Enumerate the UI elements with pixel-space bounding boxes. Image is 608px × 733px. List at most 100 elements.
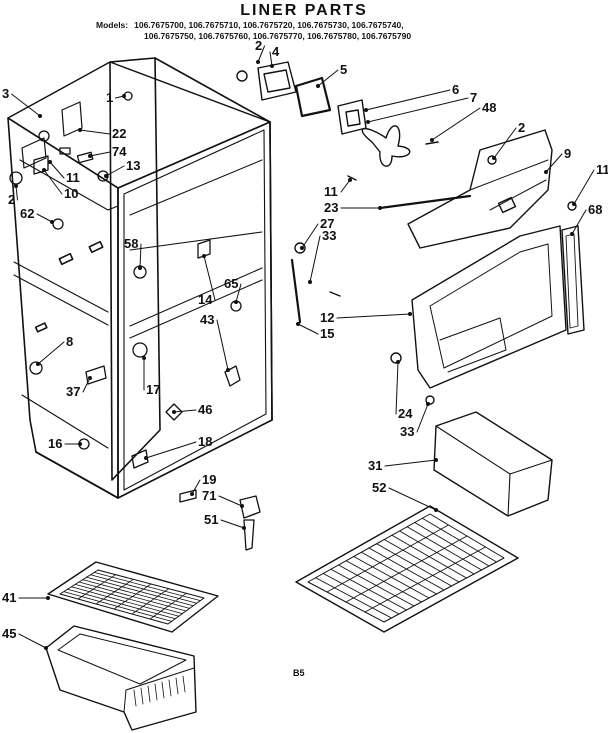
- leader-line: [15, 185, 18, 201]
- leader-arrow: [300, 246, 304, 250]
- callout-41: 41: [2, 590, 16, 605]
- callout-10: 10: [64, 186, 78, 201]
- leader-line: [336, 313, 411, 319]
- cover-grid-line: [113, 583, 152, 610]
- leader-arrow: [44, 646, 48, 650]
- pan-rib: [140, 687, 144, 705]
- leader-arrow: [88, 376, 92, 380]
- cover-grid-line: [77, 574, 117, 600]
- leader-line: [309, 235, 321, 283]
- crisper-pan-45: [45, 625, 197, 731]
- callout-52: 52: [372, 480, 386, 495]
- leader-line: [235, 283, 242, 303]
- wire-shelf-52: [295, 505, 519, 633]
- callout-17: 17: [146, 382, 160, 397]
- callout-12: 12: [320, 310, 334, 325]
- callout-19: 19: [202, 472, 216, 487]
- callout-6: 6: [452, 82, 459, 97]
- leader-arrow: [570, 232, 574, 236]
- callout-16: 16: [48, 436, 62, 451]
- pan-rib: [175, 677, 179, 695]
- callout-11: 11: [596, 162, 608, 177]
- leader-arrow: [364, 108, 368, 112]
- callout-18: 18: [198, 434, 212, 449]
- leader-arrow: [430, 138, 434, 142]
- leader-arrow: [240, 504, 244, 508]
- leader-arrow: [138, 266, 142, 270]
- leader-arrow: [408, 312, 412, 316]
- models-line-1: 106.7675700, 106.7675710, 106.7675720, 1…: [134, 20, 404, 30]
- pan-rib: [154, 683, 158, 701]
- leader-arrow: [104, 174, 108, 178]
- callout-2: 2: [8, 192, 15, 207]
- shelf-crossbar: [364, 546, 486, 613]
- leader-line: [367, 97, 469, 123]
- leader-arrow: [316, 84, 320, 88]
- leader-line: [384, 459, 437, 467]
- callout-71: 71: [202, 488, 216, 503]
- leader-line: [416, 403, 429, 433]
- callout-33: 33: [322, 228, 336, 243]
- leader-arrow: [226, 368, 230, 372]
- callout-46: 46: [198, 402, 212, 417]
- leader-arrow: [144, 456, 148, 460]
- leader-arrow: [256, 60, 260, 64]
- leader-line: [301, 223, 319, 249]
- leader-arrow: [434, 508, 438, 512]
- leader-line: [173, 409, 197, 413]
- callout-4: 4: [272, 44, 280, 59]
- leader-arrow: [234, 300, 238, 304]
- leader-line: [317, 69, 339, 87]
- leader-line: [573, 169, 595, 205]
- leader-line: [388, 487, 437, 511]
- leader-arrow: [14, 184, 18, 188]
- callout-65: 65: [224, 276, 238, 291]
- cabinet-liner: [7, 57, 273, 499]
- leader-line: [431, 107, 481, 141]
- callout-11: 11: [66, 170, 80, 185]
- leader-arrow: [242, 526, 246, 530]
- callout-7: 7: [470, 90, 477, 105]
- callout-62: 62: [20, 206, 34, 221]
- leader-arrow: [172, 410, 176, 414]
- leader-arrow: [78, 128, 82, 132]
- leader-arrow: [572, 202, 576, 206]
- fan-motor-assembly: [236, 61, 439, 181]
- callout-51: 51: [204, 512, 218, 527]
- pan-rib: [147, 685, 151, 703]
- leader-arrow: [78, 442, 82, 446]
- callout-3: 3: [2, 86, 9, 101]
- leader-line: [269, 51, 273, 67]
- leader-line: [220, 519, 245, 529]
- callout-5: 5: [340, 62, 347, 77]
- leader-line: [257, 45, 265, 63]
- callout-68: 68: [588, 202, 602, 217]
- leader-line: [191, 479, 201, 495]
- leader-line: [395, 361, 399, 415]
- leader-line: [89, 151, 111, 157]
- leader-arrow: [366, 120, 370, 124]
- callout-74: 74: [112, 144, 127, 159]
- callout-43: 43: [200, 312, 214, 327]
- model-list: Models:106.7675700, 106.7675710, 106.767…: [96, 20, 596, 42]
- leader-line: [203, 255, 216, 301]
- leader-arrow: [142, 356, 146, 360]
- leader-arrow: [378, 206, 382, 210]
- leader-arrow: [36, 362, 40, 366]
- callout-24: 24: [398, 406, 413, 421]
- leader-arrow: [190, 492, 194, 496]
- leader-arrow: [38, 114, 42, 118]
- pan-rib: [182, 675, 186, 693]
- leader-arrow: [396, 360, 400, 364]
- callout-15: 15: [320, 326, 334, 341]
- cover-grid-line: [95, 578, 134, 605]
- leader-arrow: [88, 154, 92, 158]
- leader-arrow: [270, 64, 274, 68]
- leader-arrow: [46, 596, 50, 600]
- callout-2: 2: [518, 120, 525, 135]
- leader-line: [11, 93, 41, 117]
- leader-arrow: [544, 170, 548, 174]
